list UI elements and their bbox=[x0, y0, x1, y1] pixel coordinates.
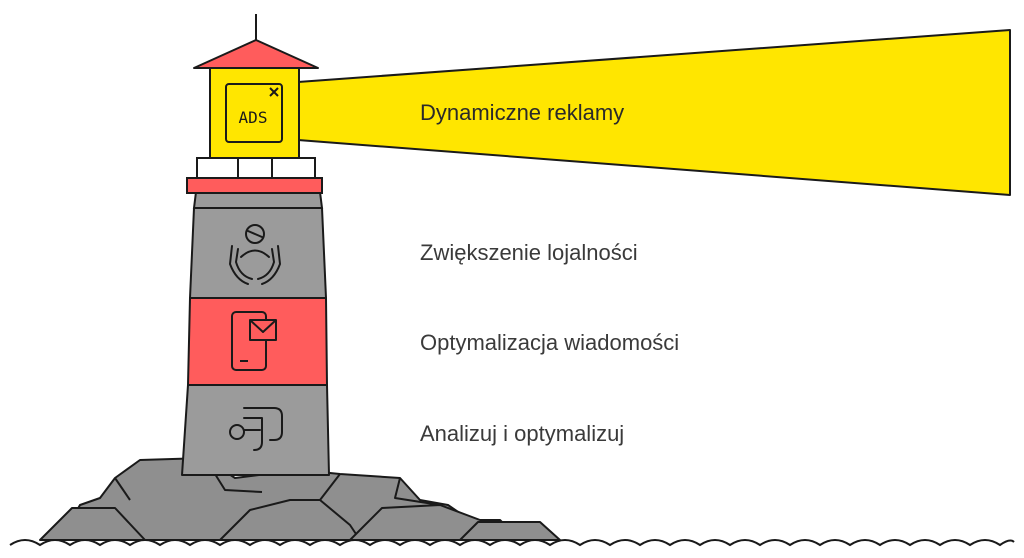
railing bbox=[196, 157, 316, 179]
label-loyalty: Zwiększenie lojalności bbox=[420, 240, 638, 265]
phone-message-icon bbox=[231, 311, 277, 371]
gallery-deck bbox=[186, 177, 323, 194]
water-waves bbox=[9, 539, 1015, 547]
label-analyze-optimize: Analizuj i optymalizuj bbox=[420, 421, 625, 446]
hands-person-icon bbox=[229, 224, 281, 285]
tower-body bbox=[181, 207, 330, 476]
roof bbox=[193, 39, 319, 69]
label-message-optimization: Optymalizacja wiadomości bbox=[420, 330, 680, 355]
flow-path-icon bbox=[229, 407, 283, 451]
ads-window-icon: ADS bbox=[225, 83, 283, 143]
label-dynamic-ads: Dynamiczne reklamy bbox=[420, 100, 625, 125]
light-beam bbox=[297, 29, 1011, 196]
tower-top-gray bbox=[189, 207, 327, 299]
tower-cap bbox=[192, 191, 324, 209]
ads-badge-text: ADS bbox=[239, 108, 268, 127]
